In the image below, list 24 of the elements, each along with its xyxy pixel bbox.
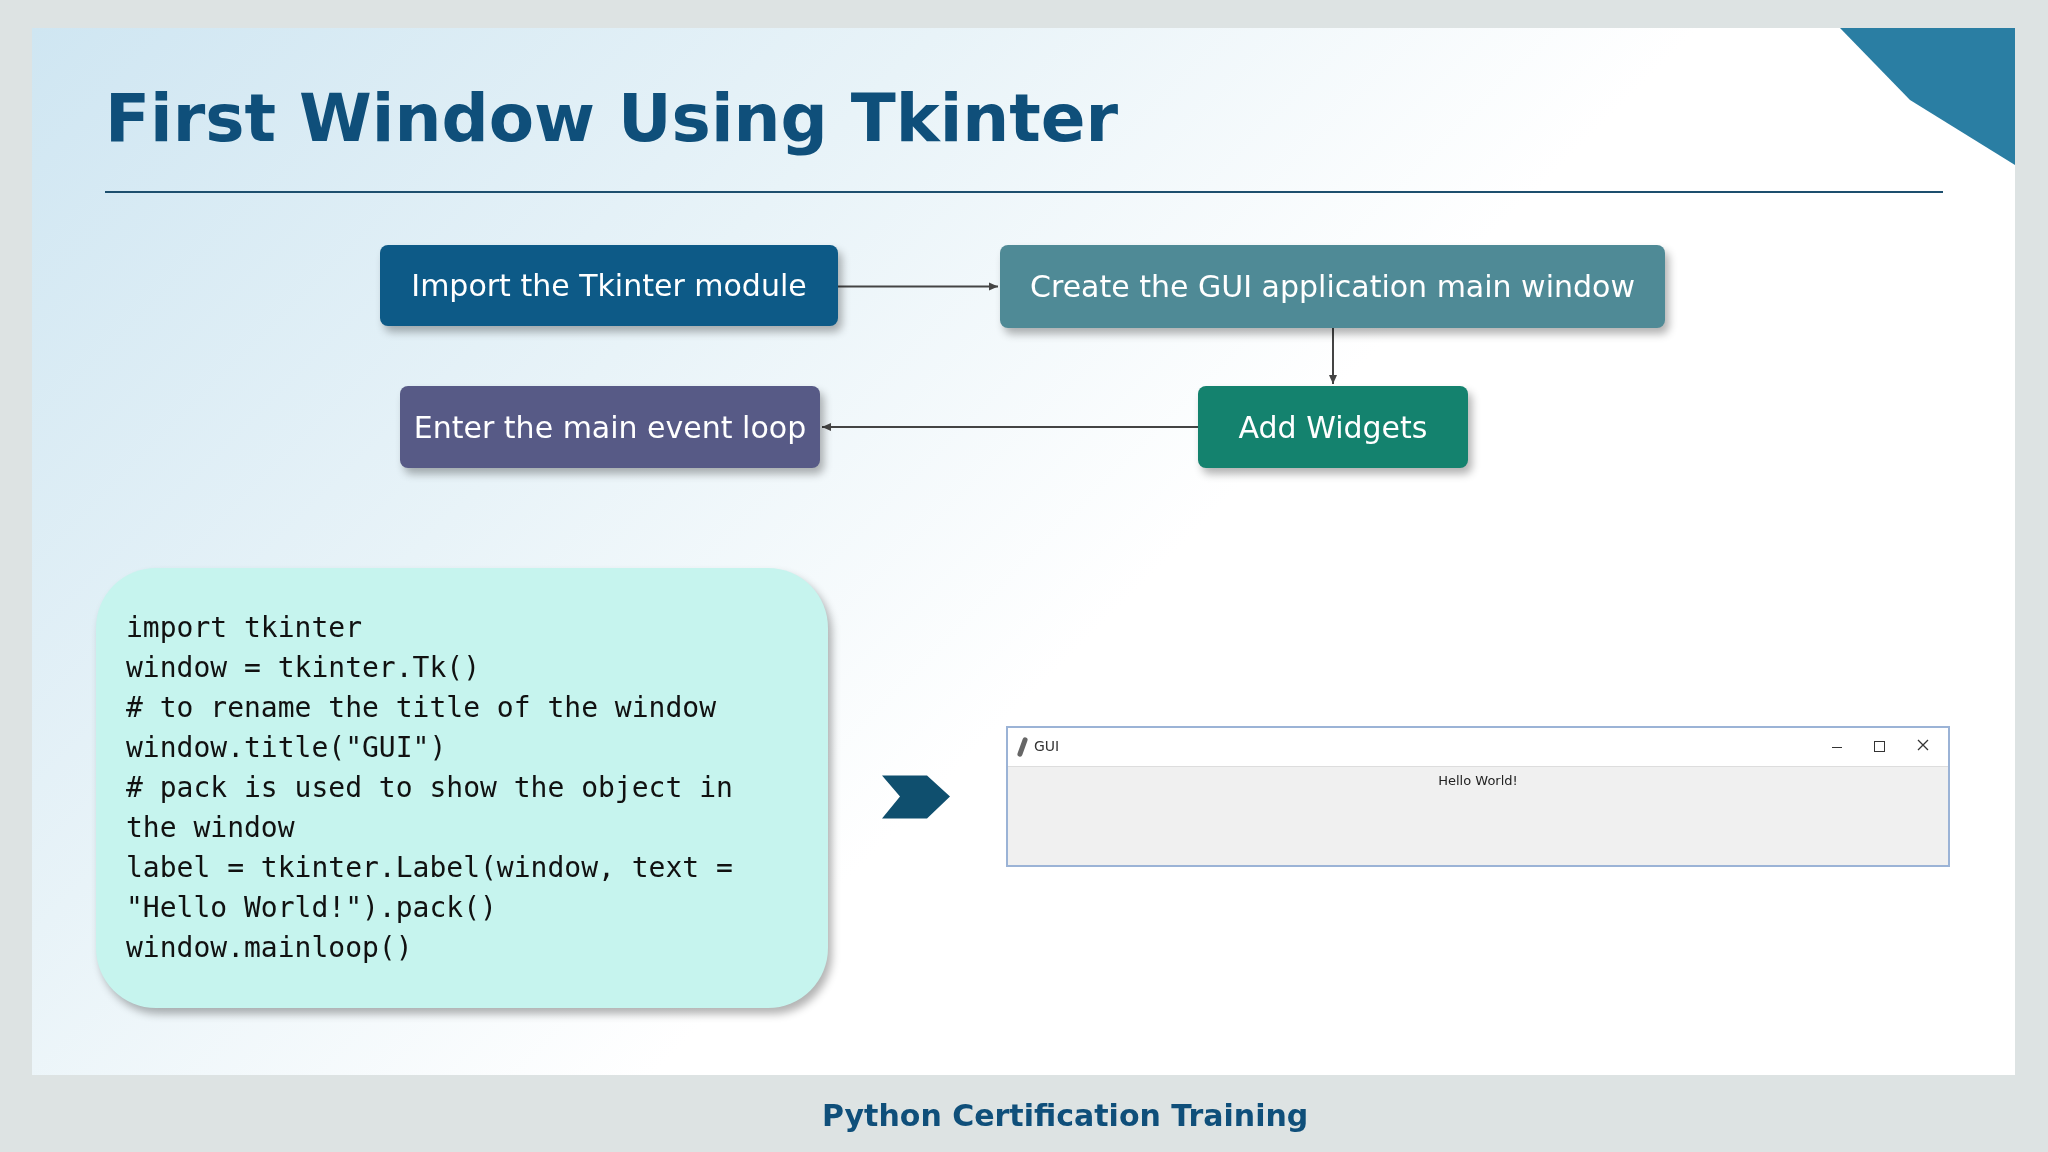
step-text: Import the Tkinter module <box>411 268 807 303</box>
process-box <box>400 386 820 468</box>
process-box <box>380 245 838 326</box>
app-window <box>1006 726 1950 867</box>
process-box <box>1000 245 1665 328</box>
arrow <box>837 282 999 291</box>
window-title: GUI <box>1034 738 1060 754</box>
code-line: window.mainloop() <box>126 930 414 966</box>
code-line: window.title("GUI") <box>126 730 448 766</box>
code-line: label = tkinter.Label(window, text = "Hello World!").pack() <box>126 850 734 926</box>
step-text: Add Widgets <box>1238 409 1428 445</box>
code-panel <box>96 568 828 1008</box>
arrow <box>1329 327 1337 385</box>
process-box <box>1198 386 1468 468</box>
code-line: import tkinter <box>126 610 363 646</box>
step-text: Enter the main event loop <box>413 409 807 445</box>
arrow <box>821 423 1199 431</box>
window-label: Hello World! <box>1437 773 1519 788</box>
chevron-arrow <box>882 775 950 819</box>
step-text: Create the GUI application main window <box>1030 269 1635 304</box>
code-line: # to rename the title of the window <box>126 690 717 726</box>
footer-text: Python Certification Training <box>822 1098 1309 1133</box>
code-line: window = tkinter.Tk() <box>126 650 481 686</box>
slide-title: First Window Using Tkinter <box>105 80 1119 157</box>
